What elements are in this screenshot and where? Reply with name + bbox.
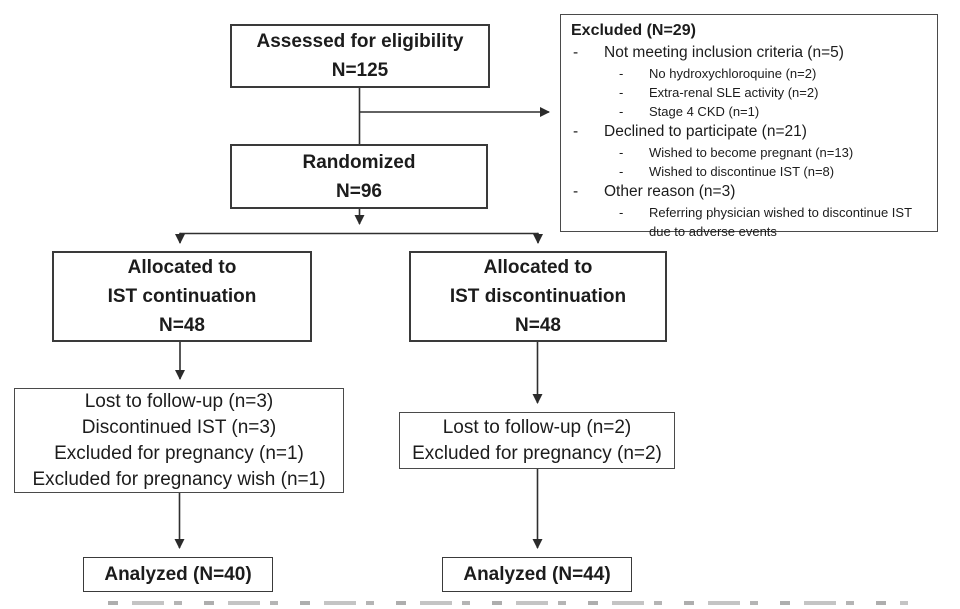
randomized-label: Randomized — [302, 151, 416, 173]
excluded-item-text: Not meeting inclusion criteria (n=5) — [604, 44, 844, 61]
followup-continuation-line: Excluded for pregnancy (n=1) — [54, 442, 304, 464]
followup-discontinuation-line: Lost to follow-up (n=2) — [442, 416, 632, 438]
dash-bullet: - — [619, 104, 624, 119]
excluded-subitem: - Wished to become pregnant (n=13) — [569, 143, 929, 162]
dash-bullet: - — [619, 205, 624, 220]
excluded-subitem-text: Wished to become pregnant (n=13) — [649, 145, 854, 160]
excluded-subitem-text: Extra-renal SLE activity (n=2) — [649, 85, 819, 100]
excluded-subitem-text: No hydroxychloroquine (n=2) — [649, 66, 817, 81]
randomized-box: Randomized N=96 — [230, 144, 488, 209]
excluded-item: - Other reason (n=3) — [569, 181, 929, 203]
analyzed-discontinuation-label: Analyzed (N=44) — [463, 564, 611, 585]
excluded-subitem: - Referring physician wished to disconti… — [569, 203, 929, 241]
excluded-subitem: - Wished to discontinue IST (n=8) — [569, 162, 929, 181]
allocated-discontinuation-line: IST discontinuation — [449, 286, 627, 307]
assessed-box: Assessed for eligibility N=125 — [230, 24, 490, 88]
allocated-continuation-box: Allocated to IST continuation N=48 — [52, 251, 312, 342]
dash-bullet: - — [573, 44, 579, 61]
excluded-item-text: Declined to participate (n=21) — [604, 123, 807, 140]
dash-bullet: - — [619, 85, 624, 100]
excluded-subitem: - Extra-renal SLE activity (n=2) — [569, 83, 929, 102]
allocated-continuation-line: IST continuation — [107, 286, 257, 307]
followup-continuation-line: Lost to follow-up (n=3) — [84, 390, 274, 412]
excluded-subitem-text: Wished to discontinue IST (n=8) — [649, 164, 835, 179]
allocated-discontinuation-box: Allocated to IST discontinuation N=48 — [409, 251, 667, 342]
followup-discontinuation-line: Excluded for pregnancy (n=2) — [412, 442, 662, 464]
excluded-subitem: - Stage 4 CKD (n=1) — [569, 102, 929, 121]
excluded-box: Excluded (N=29) - Not meeting inclusion … — [560, 14, 938, 239]
excluded-item: - Not meeting inclusion criteria (n=5) — [569, 42, 929, 64]
dash-bullet: - — [619, 66, 624, 81]
dash-bullet: - — [619, 164, 624, 179]
dash-bullet: - — [573, 183, 579, 200]
analyzed-continuation-label: Analyzed (N=40) — [104, 564, 252, 585]
followup-continuation-line: Excluded for pregnancy wish (n=1) — [32, 468, 326, 490]
followup-discontinuation-box: Lost to follow-up (n=2) Excluded for pre… — [399, 412, 675, 469]
excluded-item-text: Other reason (n=3) — [604, 183, 736, 200]
allocated-continuation-count: N=48 — [159, 315, 205, 336]
followup-continuation-box: Lost to follow-up (n=3) Discontinued IST… — [14, 388, 344, 493]
excluded-item: - Declined to participate (n=21) — [569, 121, 929, 143]
randomized-count: N=96 — [336, 180, 382, 202]
excluded-subitem-text: Stage 4 CKD (n=1) — [649, 104, 760, 119]
followup-continuation-line: Discontinued IST (n=3) — [81, 416, 277, 438]
excluded-title: Excluded (N=29) — [571, 22, 696, 39]
dash-bullet: - — [573, 123, 579, 140]
analyzed-discontinuation-box: Analyzed (N=44) — [442, 557, 632, 592]
cropped-caption-remnant — [108, 601, 908, 605]
allocated-discontinuation-line: Allocated to — [483, 257, 593, 278]
analyzed-continuation-box: Analyzed (N=40) — [83, 557, 273, 592]
assessed-label: Assessed for eligibility — [256, 31, 464, 52]
excluded-subitem-text: Referring physician wished to discontinu… — [649, 205, 912, 239]
allocated-discontinuation-count: N=48 — [515, 315, 561, 336]
allocated-continuation-line: Allocated to — [127, 257, 237, 278]
assessed-count: N=125 — [331, 60, 389, 81]
excluded-subitem: - No hydroxychloroquine (n=2) — [569, 64, 929, 83]
dash-bullet: - — [619, 145, 624, 160]
